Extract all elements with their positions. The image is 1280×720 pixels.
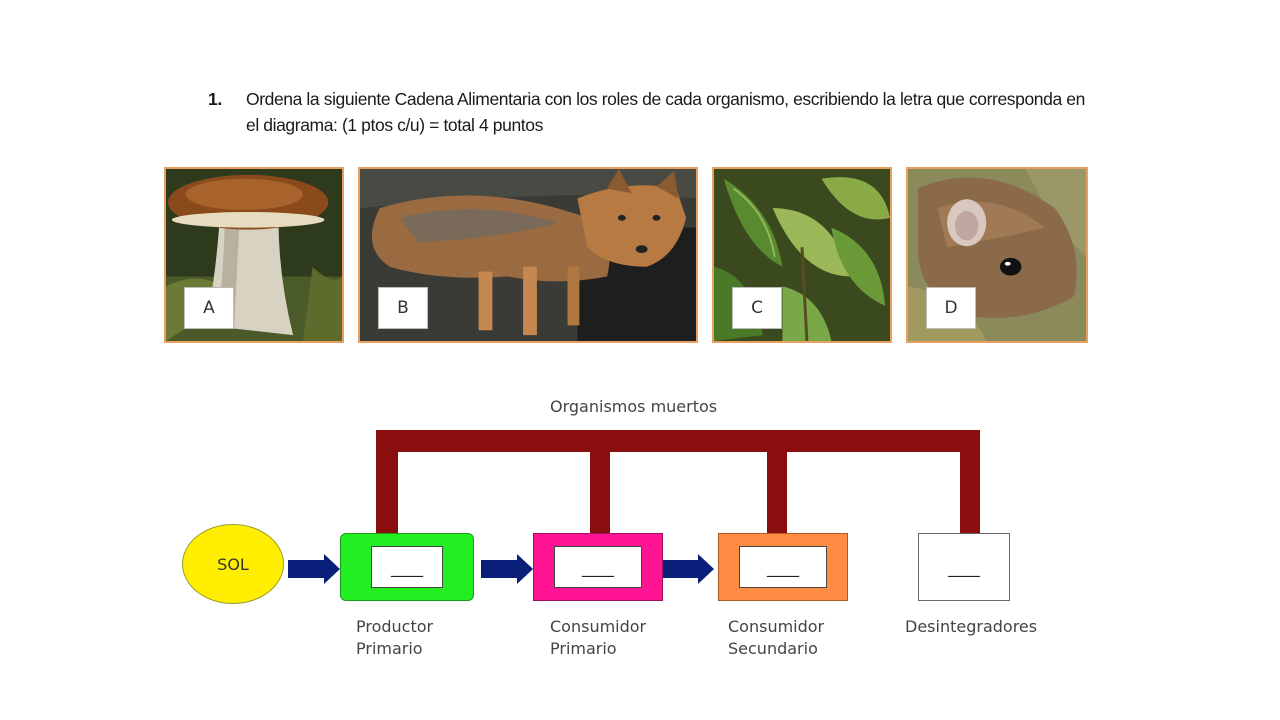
bar-drop-decomposer bbox=[960, 452, 980, 534]
secondary-consumer-box: ____ bbox=[718, 533, 848, 601]
sun-circle: SOL bbox=[182, 524, 284, 604]
letter-label-c: C bbox=[732, 287, 782, 329]
dead-organisms-bar bbox=[376, 430, 980, 452]
primary-consumer-box: ____ bbox=[533, 533, 663, 601]
primary-consumer-label-line2: Primario bbox=[550, 639, 617, 658]
producer-answer-blank[interactable]: ____ bbox=[371, 546, 443, 588]
arrow-sun-to-producer bbox=[288, 554, 340, 584]
producer-label-line2: Primario bbox=[356, 639, 423, 658]
bar-drop-secondary-consumer bbox=[767, 452, 787, 534]
producer-label: Productor Primario bbox=[356, 616, 433, 660]
decomposer-label: Desintegradores bbox=[905, 616, 1037, 638]
secondary-consumer-answer-blank[interactable]: ____ bbox=[739, 546, 827, 588]
arrow-primary-to-secondary bbox=[662, 554, 714, 584]
photo-fox: B bbox=[358, 167, 698, 343]
primary-consumer-answer-blank[interactable]: ____ bbox=[554, 546, 642, 588]
dead-organisms-label: Organismos muertos bbox=[550, 397, 718, 416]
bar-drop-primary-consumer bbox=[590, 452, 610, 534]
producer-label-line1: Productor bbox=[356, 617, 434, 636]
letter-label-d: D bbox=[926, 287, 976, 329]
photo-plant: C bbox=[712, 167, 892, 343]
secondary-consumer-label-line1: Consumidor bbox=[728, 617, 825, 636]
decomposer-answer-blank[interactable]: ____ bbox=[948, 557, 980, 577]
producer-box: ____ bbox=[340, 533, 474, 601]
photo-rodent: D bbox=[906, 167, 1088, 343]
decomposer-label-line1: Desintegradores bbox=[905, 617, 1038, 636]
letter-label-a: A bbox=[184, 287, 234, 329]
photo-mushroom: A bbox=[164, 167, 344, 343]
secondary-consumer-label-line2: Secundario bbox=[728, 639, 818, 658]
secondary-consumer-label: Consumidor Secundario bbox=[728, 616, 824, 660]
question-number: 1. bbox=[208, 89, 222, 109]
question-text: Ordena la siguiente Cadena Alimentaria c… bbox=[246, 89, 1085, 135]
decomposer-box: ____ bbox=[918, 533, 1010, 601]
arrow-producer-to-primary bbox=[481, 554, 533, 584]
primary-consumer-label-line1: Consumidor bbox=[550, 617, 647, 636]
primary-consumer-label: Consumidor Primario bbox=[550, 616, 646, 660]
bar-drop-producer bbox=[376, 430, 398, 534]
letter-label-b: B bbox=[378, 287, 428, 329]
